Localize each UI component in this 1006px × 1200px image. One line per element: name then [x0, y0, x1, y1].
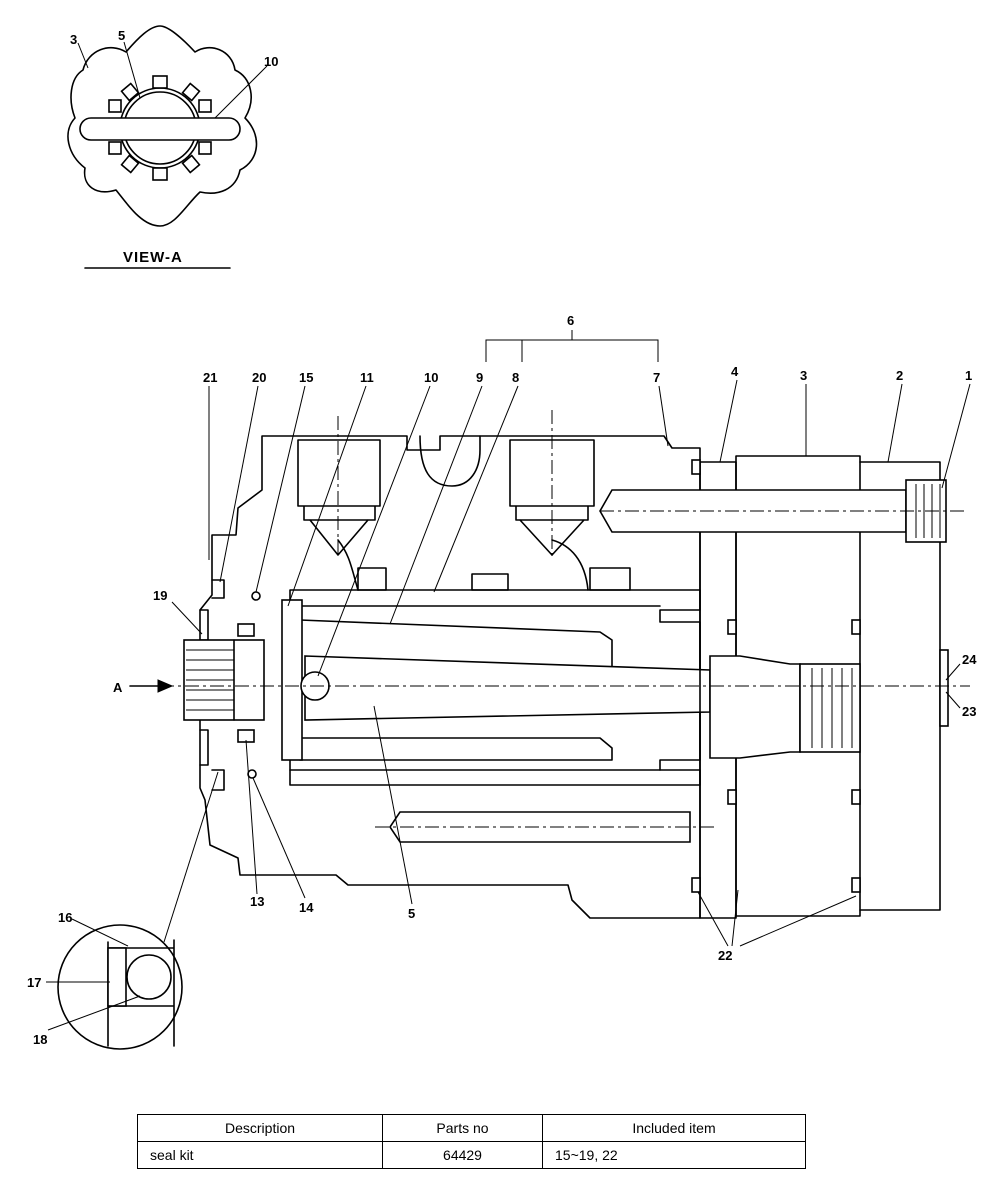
- label-11: 11: [360, 370, 374, 385]
- view-a-housing-outline: [67, 25, 258, 227]
- callouts: 21 20 15 11 10 9 8 7 4 3 2 1 19: [153, 364, 977, 963]
- header-parts-no: Parts no: [382, 1114, 543, 1142]
- retainer-plate: [281, 599, 303, 761]
- retaining-rings: [211, 579, 225, 791]
- label-17: 17: [27, 975, 41, 990]
- label-9: 9: [476, 370, 483, 385]
- o-ring-15: [251, 591, 261, 601]
- seal-detail-view: 16 17 18: [27, 771, 219, 1050]
- label-4: 4: [731, 364, 739, 379]
- label-8: 8: [512, 370, 519, 385]
- label-2: 2: [896, 368, 903, 383]
- label-20: 20: [252, 370, 266, 385]
- label-14: 14: [299, 900, 314, 915]
- passage-left: [357, 567, 387, 591]
- label-16: 16: [58, 910, 72, 925]
- group-bracket-6: 6: [485, 313, 659, 362]
- passage-center: [471, 573, 509, 591]
- output-spline: [799, 663, 861, 753]
- view-arrow-a: A: [113, 679, 174, 695]
- view-a-label-10: 10: [264, 54, 278, 69]
- piston-lower: [299, 737, 613, 761]
- port-left: [297, 439, 381, 556]
- arrow-a-label: A: [113, 680, 123, 695]
- parts-table: Description Parts no Included item seal …: [137, 1114, 806, 1169]
- view-a-title: VIEW-A: [123, 249, 183, 266]
- o-rings-22: [691, 459, 861, 893]
- detail-circle: [57, 924, 183, 1050]
- section-view: A 6 21 20 15 11 10 9 8 7 4 3: [113, 313, 977, 963]
- backup-ring-17: [107, 947, 127, 1007]
- view-a-label-5: 5: [118, 28, 125, 43]
- output-coupling: [709, 655, 801, 759]
- cell-included-item: 15~19, 22: [542, 1141, 806, 1169]
- label-7: 7: [653, 370, 660, 385]
- label-13: 13: [250, 894, 264, 909]
- label-15: 15: [299, 370, 313, 385]
- label-19: 19: [153, 588, 167, 603]
- header-included-item: Included item: [542, 1114, 806, 1142]
- label-5: 5: [408, 906, 415, 921]
- view-a-gear-teeth: [108, 75, 212, 181]
- parts-table-header: Description Parts no Included item: [137, 1114, 806, 1142]
- end-plug-24: [939, 649, 949, 727]
- table-row: seal kit 64429 15~19, 22: [137, 1141, 806, 1169]
- label-6: 6: [567, 313, 574, 328]
- view-a-detail: 3 5 10 VIEW-A: [67, 25, 278, 269]
- view-a-label-3: 3: [70, 32, 77, 47]
- main-housing-outline: [199, 435, 701, 919]
- cell-description: seal kit: [137, 1141, 383, 1169]
- label-18: 18: [33, 1032, 47, 1047]
- o-ring-18: [126, 954, 172, 1000]
- seal-upper: [237, 623, 255, 637]
- label-1: 1: [965, 368, 972, 383]
- label-22: 22: [718, 948, 732, 963]
- o-ring-14: [247, 769, 257, 779]
- cell-parts-no: 64429: [382, 1141, 543, 1169]
- view-a-pin: [79, 117, 241, 141]
- label-21: 21: [203, 370, 217, 385]
- input-spline-teeth: [186, 639, 235, 721]
- label-10: 10: [424, 370, 438, 385]
- housing-internal-passages: [337, 435, 589, 591]
- output-spline-teeth: [811, 668, 853, 748]
- header-description: Description: [137, 1114, 383, 1142]
- label-3: 3: [800, 368, 807, 383]
- label-24: 24: [962, 652, 977, 667]
- label-23: 23: [962, 704, 976, 719]
- shaft-5: [304, 655, 711, 721]
- exploded-parts-diagram: 3 5 10 VIEW-A: [27, 25, 977, 1050]
- passage-right: [589, 567, 631, 591]
- lower-bolt: [389, 811, 691, 843]
